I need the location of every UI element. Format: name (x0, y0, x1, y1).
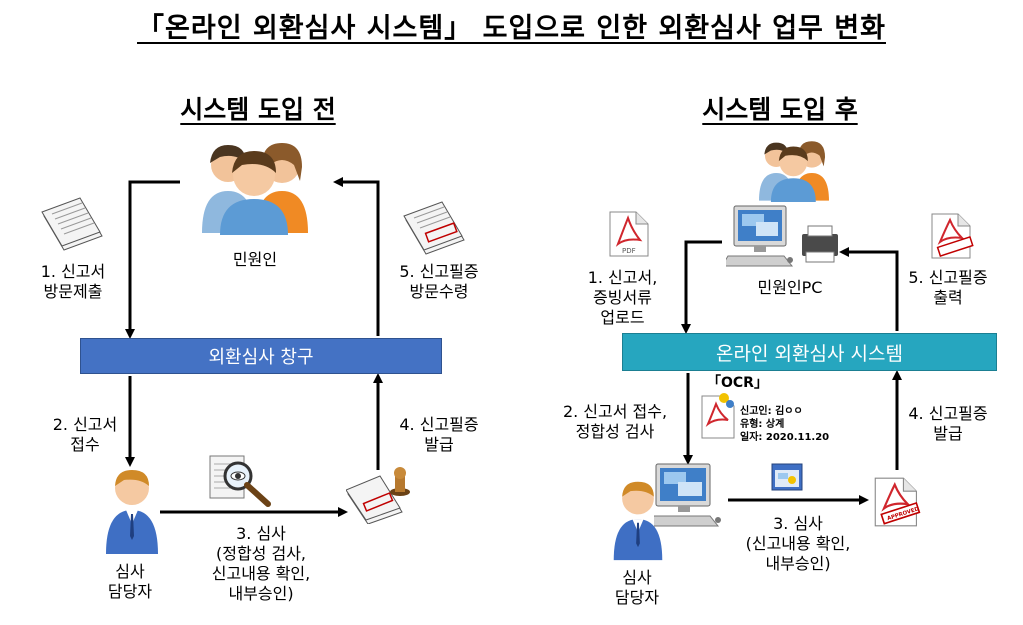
ocr-extracted-fields: 신고인: 김ㅇㅇ 유형: 상계 일자: 2020.11.20 (740, 405, 829, 444)
after-step1-label: 1. 신고서, 증빙서류 업로드 (587, 268, 658, 327)
before-heading: 시스템 도입 전 (180, 95, 336, 124)
after-step2-label: 2. 신고서 접수, 정합성 검사 (562, 402, 668, 441)
before-step2-label: 2. 신고서 접수 (52, 415, 118, 454)
page-title: 「온라인 외환심사 시스템」 도입으로 인한 외환심사 업무 변화 (137, 13, 886, 44)
applicant-pc-icon (726, 205, 838, 267)
magnifier-review-icon (209, 455, 271, 507)
ocr-label: 「OCR」 (707, 375, 768, 391)
online-review-system-bar: 온라인 외환심사 시스템 (622, 333, 997, 371)
ocr-line: 신고인: 김ㅇㅇ (740, 406, 803, 417)
before-officer-label: 심사 담당자 (107, 562, 153, 601)
arrow-after-step1 (681, 240, 722, 334)
after-heading: 시스템 도입 후 (702, 95, 858, 124)
before-step4-label: 4. 신고필증 발급 (399, 415, 479, 454)
officer-pc-icon (654, 463, 721, 527)
applicant-label: 민원인 (232, 250, 278, 269)
approved-pdf-output-icon (931, 213, 974, 259)
before-step5-label: 5. 신고필증 방문수령 (399, 262, 479, 301)
arrow-before-step1 (125, 180, 180, 339)
pdf-text: PDF (622, 247, 636, 255)
after-officer-label: 심사 담당자 (614, 568, 660, 607)
officer-icon (613, 481, 663, 561)
approved-pdf-icon: APPROVED (874, 477, 921, 527)
ocr-line: 일자: 2020.11.20 (740, 432, 830, 443)
approved-stamp-document-icon (346, 467, 410, 524)
document-stack-icon (41, 197, 103, 251)
exchange-review-counter-bar: 외환심사 창구 (80, 338, 442, 374)
ocr-line: 유형: 상계 (740, 419, 785, 430)
review-window-icon (771, 463, 803, 491)
before-step3-label: 3. 심사 (정합성 검사, 신고내용 확인, 내부승인) (211, 524, 311, 603)
pdf-upload-icon: PDF (609, 211, 649, 257)
arrow-after-step5 (839, 247, 899, 331)
approved-document-icon (403, 201, 465, 255)
arrow-before-step5 (333, 177, 380, 336)
before-step1-label: 1. 신고서 방문제출 (40, 262, 106, 301)
officer-icon (106, 470, 158, 554)
applicant-pc-label: 민원인PC (757, 278, 823, 297)
after-step5-label: 5. 신고필증 출력 (908, 268, 988, 307)
after-step3-label: 3. 심사 (신고내용 확인, 내부승인) (745, 514, 851, 573)
after-step4-label: 4. 신고필증 발급 (908, 404, 988, 443)
applicants-people-icon-small (759, 141, 829, 202)
applicants-people-icon (202, 143, 308, 235)
ocr-pdf-icon (701, 393, 735, 439)
